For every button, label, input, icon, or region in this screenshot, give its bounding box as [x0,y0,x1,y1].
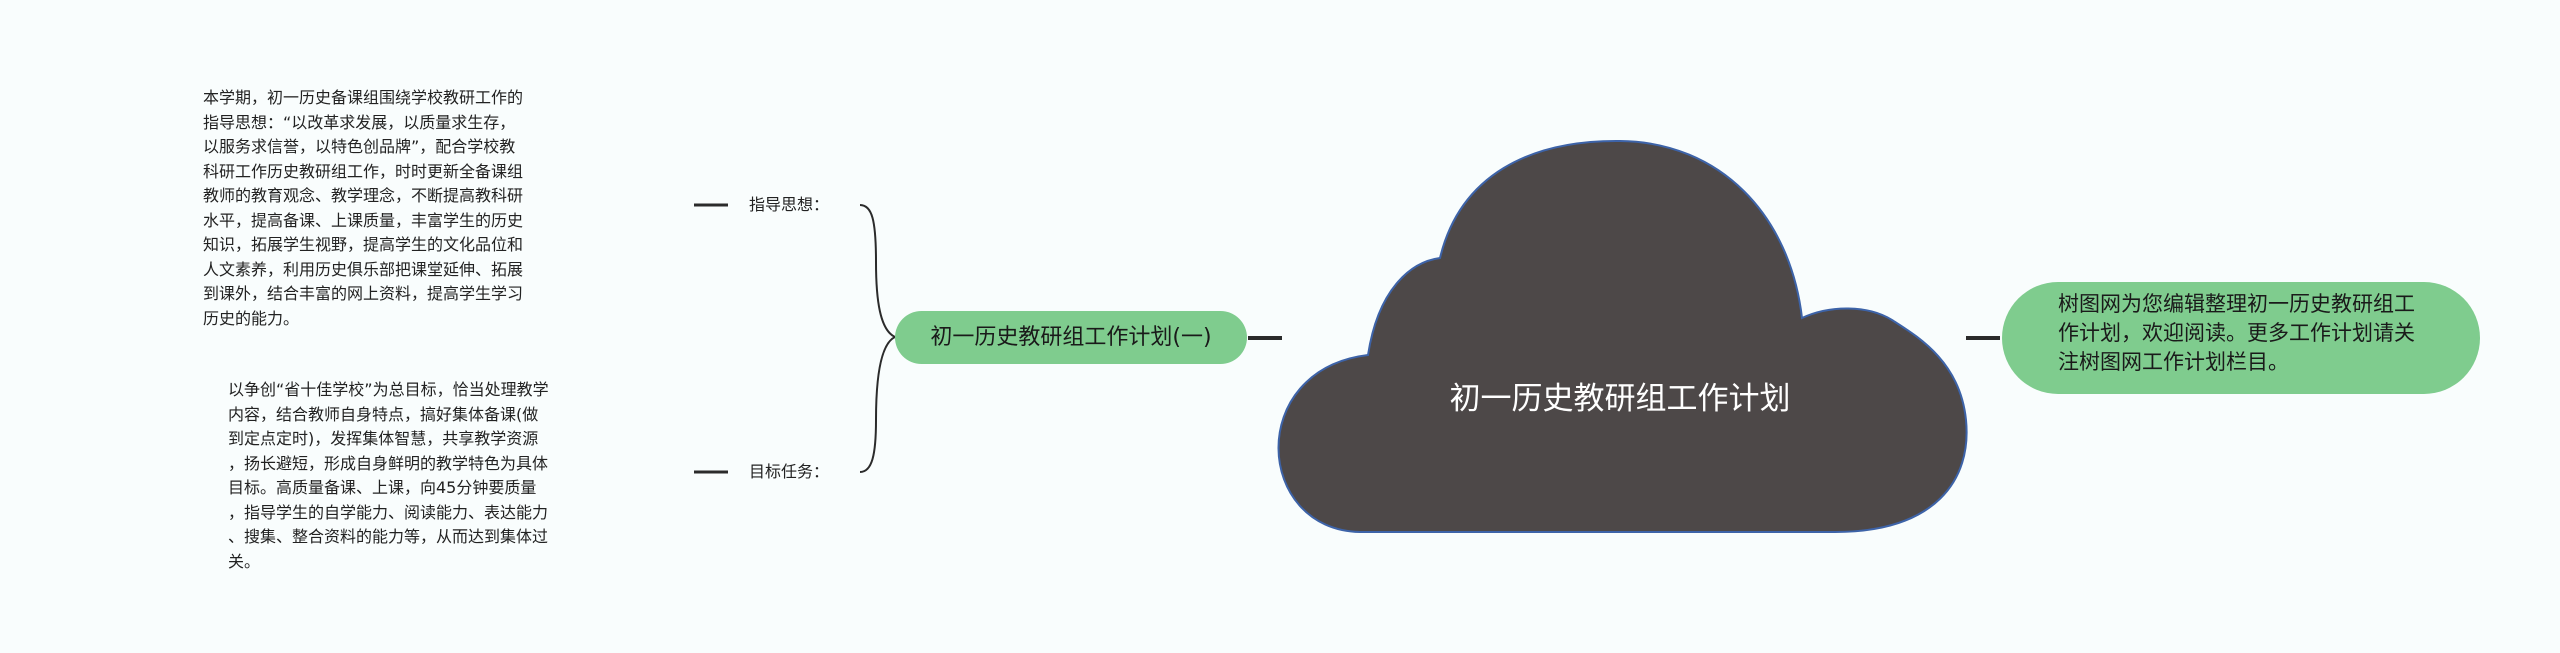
branch-connector-upper [859,204,896,338]
root-cloud-shape [1277,139,1968,533]
leaf-text-guiding-ideology: 本学期，初一历史备课组围绕学校教研工作的 指导思想：“以改革求发展，以质量求生存… [203,88,524,328]
sub-node-label-goals[interactable]: 目标任务： [749,462,830,481]
branch-node[interactable]: 初一历史教研组工作计划(一) [895,311,1247,364]
leaf-text-goals: 以争创“省十佳学校”为总目标，恰当处理教学 内容，结合教师自身特点，搞好集体备课… [228,380,549,571]
branch-connector-lower [859,336,896,473]
sub-node-label-guiding-ideology[interactable]: 指导思想： [749,195,830,214]
right-note-node[interactable]: 树图网为您编辑整理初一历史教研组工作计划，欢迎阅读。更多工作计划请关注树图网工作… [2002,282,2480,394]
root-title: 初一历史教研组工作计划 [1449,381,1791,417]
